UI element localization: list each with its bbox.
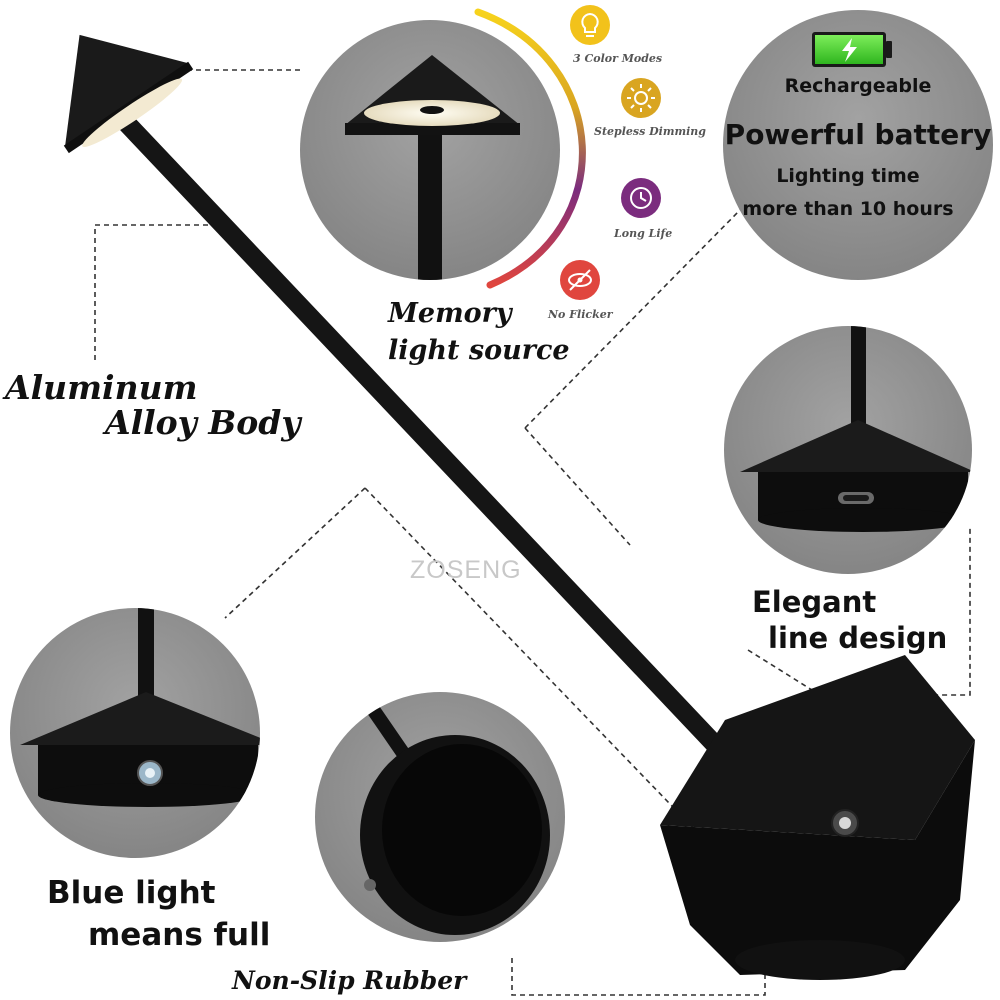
feature-arc [474,8,586,289]
eye-slash-icon [560,260,600,300]
elegant-label-line2: line design [768,621,948,655]
blue-light-circle [10,608,260,858]
battery-charging-icon [812,32,892,67]
bulb-icon [570,5,610,45]
watermark-text: ZOSENG [410,556,522,584]
battery-heading: Rechargeable [784,75,932,97]
blue-light-label-line1: Blue light [47,875,216,911]
memory-light-circle [300,20,560,280]
feature-label-dimming: Stepless Dimming [594,125,706,138]
battery-line2: more than 10 hours [742,198,954,220]
lamp-main [63,34,975,980]
battery-circle [723,10,993,280]
lamp-base [660,655,975,980]
feature-label-color-modes: 3 Color Modes [573,52,663,65]
memory-label-line1: Memory [388,298,512,329]
rubber-circle [315,692,565,942]
elegant-label-line1: Elegant [752,585,877,619]
memory-label-line2: light source [388,335,570,366]
clock-icon [621,178,661,218]
elegant-circle [724,326,972,574]
non-slip-label: Non-Slip Rubber [232,966,467,995]
sun-icon [621,78,661,118]
aluminum-label-line1: Aluminum [5,368,198,407]
feature-label-long-life: Long Life [614,227,673,240]
battery-line1: Lighting time [776,165,920,187]
blue-light-label-line2: means full [88,917,271,953]
aluminum-label-line2: Alloy Body [105,403,301,442]
battery-title: Powerful battery [724,118,992,151]
feature-label-no-flicker: No Flicker [548,308,613,321]
